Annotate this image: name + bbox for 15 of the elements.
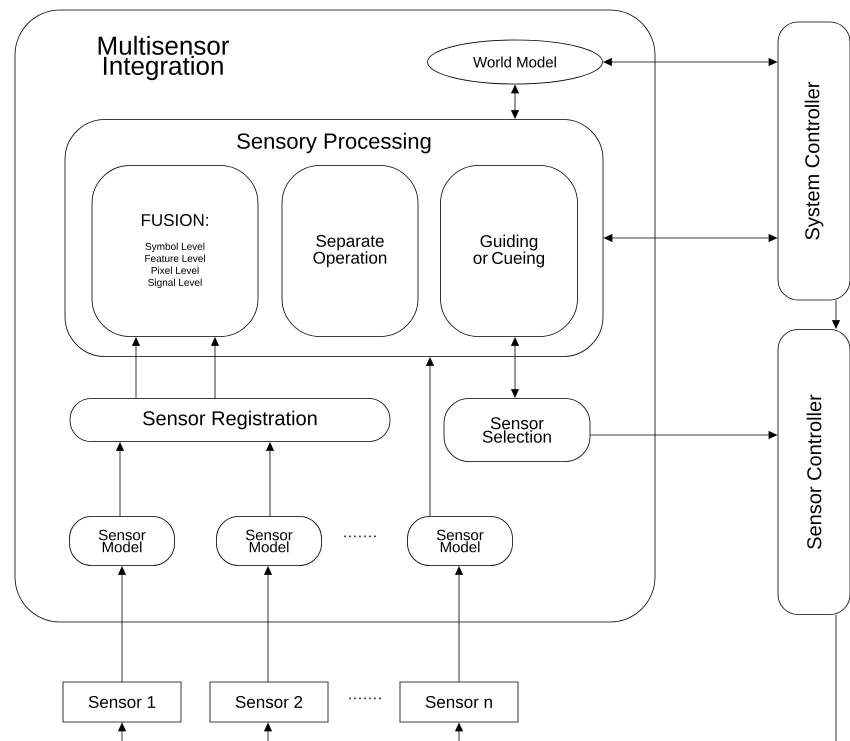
process-box: Sensor Registration [70, 398, 390, 442]
process-box: Sensor Selection [444, 398, 590, 462]
controller-box: Sensor Controller [778, 329, 850, 615]
ellipsis-dots: ······· [349, 698, 381, 700]
process-box: FUSION: Symbol Level Feature Level Pixel Level Signal Level [92, 165, 258, 337]
sensor-box: Sensor 1 [62, 682, 182, 722]
controller-box: System Controller [778, 22, 850, 300]
ellipsis-dots: ······· [344, 536, 376, 538]
sensor-box: Sensor 2 [210, 682, 328, 722]
sensor-box: Sensor n [400, 682, 518, 722]
model-box: Sensor Model [69, 516, 175, 566]
process-box: Separate Operation [282, 165, 418, 337]
model-box: Sensor Model [407, 516, 513, 566]
model-box: Sensor Model [216, 516, 322, 566]
process-box: Guiding or Cueing [440, 165, 578, 337]
